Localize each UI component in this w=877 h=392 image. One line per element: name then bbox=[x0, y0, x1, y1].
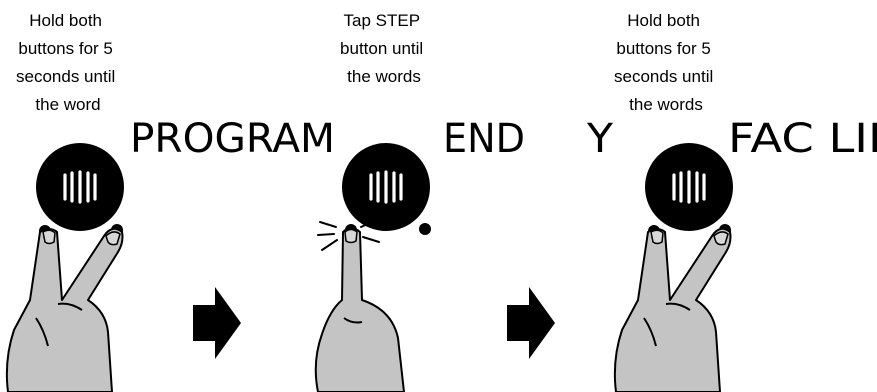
display-word-y: Y bbox=[586, 116, 614, 162]
right-arrow-icon bbox=[193, 287, 241, 359]
two-finger-hand-icon bbox=[7, 229, 123, 392]
step-1-instruction-line: buttons for 5 bbox=[18, 39, 113, 58]
step-2-instruction: Tap STEP button until the words bbox=[340, 11, 428, 86]
step-3-instruction: Hold both buttons for 5 seconds until th… bbox=[614, 11, 718, 114]
control-knob bbox=[645, 143, 733, 231]
two-finger-hand-icon bbox=[615, 229, 731, 392]
step-3-instruction-line: Hold both bbox=[627, 11, 700, 30]
step-3: Hold both buttons for 5 seconds until th… bbox=[614, 11, 877, 392]
step-2-instruction-line: Tap STEP bbox=[344, 11, 420, 30]
step-3-instruction-line: buttons for 5 bbox=[616, 39, 711, 58]
step-2: Tap STEP button until the words END Y bbox=[316, 11, 614, 392]
step-3-instruction-line: the words bbox=[629, 95, 703, 114]
right-arrow-icon bbox=[507, 287, 555, 359]
control-knob bbox=[36, 143, 124, 231]
step-1: Hold both buttons for 5 seconds until th… bbox=[7, 11, 335, 392]
control-knob bbox=[342, 143, 430, 231]
step-1-instruction-line: the word bbox=[35, 95, 100, 114]
step-1-instruction: Hold both buttons for 5 seconds until th… bbox=[16, 11, 120, 114]
step-button[interactable] bbox=[419, 223, 431, 235]
pointing-hand-icon bbox=[316, 228, 404, 392]
display-word-end: END bbox=[443, 116, 525, 162]
step-1-instruction-line: Hold both bbox=[29, 11, 102, 30]
display-word-fac-lim: FAC LIM bbox=[728, 116, 877, 162]
step-2-instruction-line: button until bbox=[340, 39, 423, 58]
step-3-instruction-line: seconds until bbox=[614, 67, 713, 86]
display-word-program: PROGRAM bbox=[130, 116, 335, 162]
step-1-instruction-line: seconds until bbox=[16, 67, 115, 86]
step-2-instruction-line: the words bbox=[347, 67, 421, 86]
